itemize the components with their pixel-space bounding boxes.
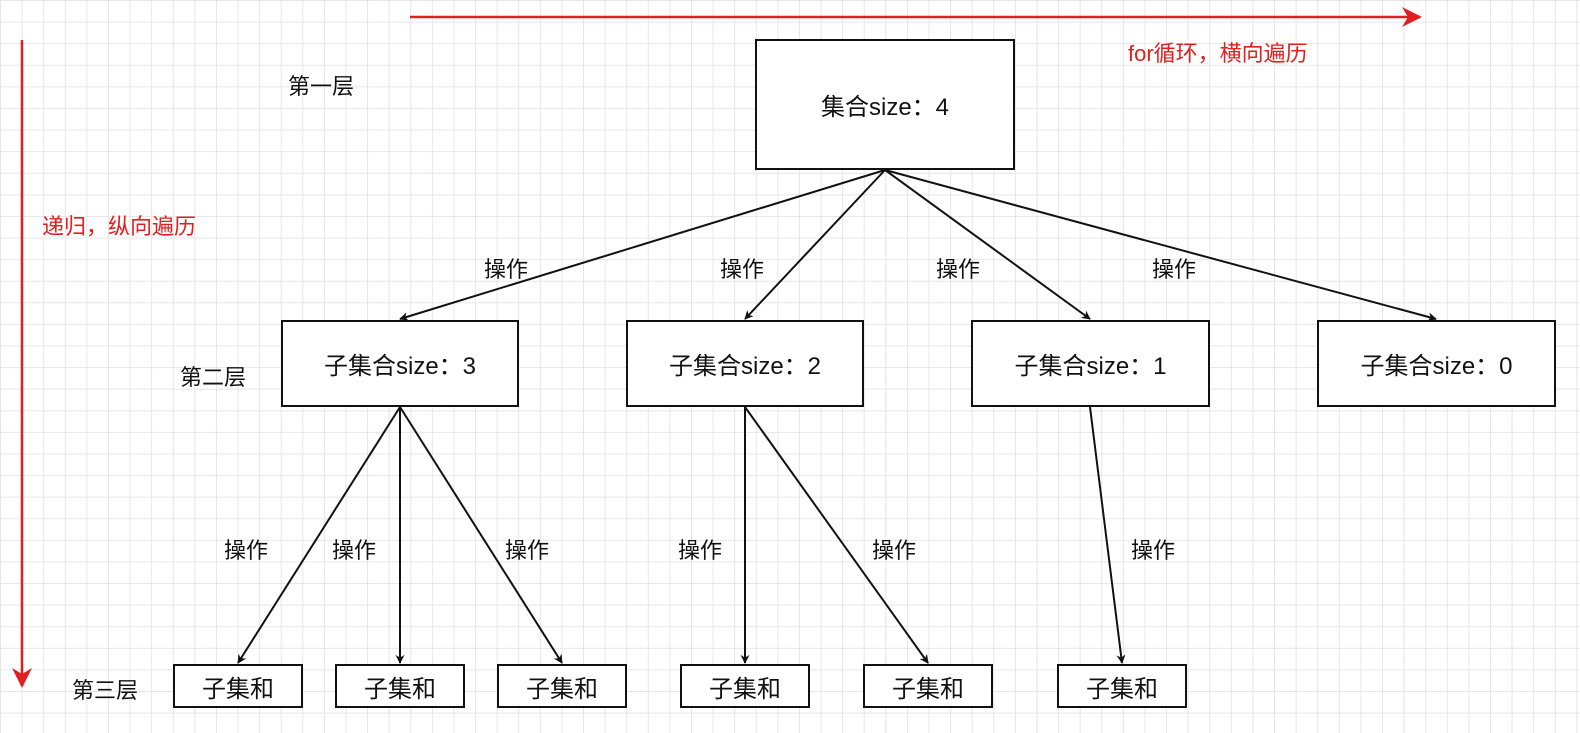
subset-node-size3: 子集合size：3	[281, 320, 519, 407]
edge-size1-to-leaf6	[1089, 406, 1126, 664]
vertical-traversal-label: 递归，纵向遍历	[42, 214, 197, 239]
edge-root-to-size0	[884, 169, 1437, 322]
edge-size3-to-leaf1	[237, 406, 401, 664]
subset-node-size2: 子集合size：2	[626, 320, 864, 407]
edge-label: 操作	[224, 538, 269, 563]
edge-root-to-size1	[884, 169, 1091, 320]
horizontal-traversal-label: for循环，横向遍历	[1128, 41, 1308, 66]
layer-label-first: 第一层	[288, 74, 355, 99]
root-node: 集合size：4	[755, 39, 1015, 170]
leaf-node: 子集和	[497, 664, 627, 708]
edge-label: 操作	[484, 257, 529, 282]
subset-node-size1: 子集合size：1	[971, 320, 1210, 407]
layer-label-second: 第二层	[180, 365, 247, 390]
edge-label: 操作	[678, 538, 723, 563]
edge-size2-to-leaf5	[744, 406, 929, 664]
edge-root-to-size3	[399, 169, 886, 321]
layer-label-third: 第三层	[72, 678, 139, 703]
leaf-node: 子集和	[1057, 664, 1187, 708]
leaf-node: 子集和	[173, 664, 303, 708]
edge-root-to-size2	[744, 169, 886, 320]
leaf-node: 子集和	[863, 664, 993, 708]
leaf-node: 子集和	[680, 664, 810, 708]
edge-label: 操作	[1131, 538, 1176, 563]
leaf-node: 子集和	[335, 664, 465, 708]
edge-label: 操作	[505, 538, 550, 563]
edge-size3-to-leaf3	[399, 406, 563, 664]
subset-node-size0: 子集合size：0	[1317, 320, 1556, 407]
edge-label: 操作	[720, 257, 765, 282]
edge-label: 操作	[1152, 257, 1197, 282]
edge-label: 操作	[936, 257, 981, 282]
edge-label: 操作	[332, 538, 377, 563]
edge-label: 操作	[872, 538, 917, 563]
